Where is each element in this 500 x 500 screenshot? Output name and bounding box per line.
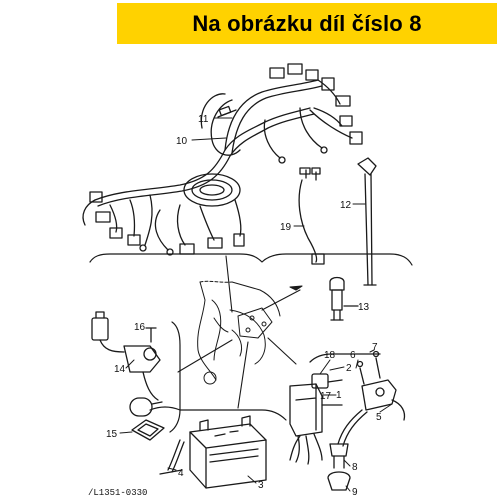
callout-13: 13 <box>358 302 370 313</box>
callout-14: 14 <box>114 364 126 375</box>
callout-12: 12 <box>340 200 352 211</box>
callout-16: 16 <box>134 322 146 333</box>
callout-labels: 11 10 12 19 13 16 14 15 18 17 2 6 7 5 8 … <box>88 114 382 498</box>
wire-harness <box>82 63 363 256</box>
callout-8: 8 <box>352 462 358 473</box>
callout-9: 9 <box>352 487 358 498</box>
relay-group <box>289 350 406 491</box>
callout-18: 18 <box>324 350 336 361</box>
banner-title: Na obrázku díl číslo 8 <box>192 10 422 36</box>
callout-leaders <box>119 117 393 492</box>
frame-outline <box>197 280 281 385</box>
drawing-code: /L1351-0330 <box>88 488 147 498</box>
part-13-plug <box>329 276 359 321</box>
callout-5: 5 <box>376 412 382 423</box>
callout-1: 1 <box>336 390 342 401</box>
callout-2: 2 <box>346 363 352 374</box>
callout-7: 7 <box>372 342 378 353</box>
callout-11: 11 <box>198 114 209 125</box>
cable-tie-12 <box>357 157 377 286</box>
callout-17: 17 <box>320 391 332 402</box>
callout-4: 4 <box>178 468 184 479</box>
fuel-sender-group <box>91 311 181 441</box>
callout-3: 3 <box>258 480 264 491</box>
callout-6: 6 <box>350 350 356 361</box>
callout-15: 15 <box>106 429 118 440</box>
part-number-banner: Na obrázku díl číslo 8 <box>117 3 497 44</box>
cable-19 <box>298 167 325 265</box>
leader-lines <box>177 255 303 409</box>
group-bracket <box>89 253 413 266</box>
callout-19: 19 <box>280 222 292 233</box>
callout-10: 10 <box>176 136 188 147</box>
battery-group <box>149 406 287 489</box>
